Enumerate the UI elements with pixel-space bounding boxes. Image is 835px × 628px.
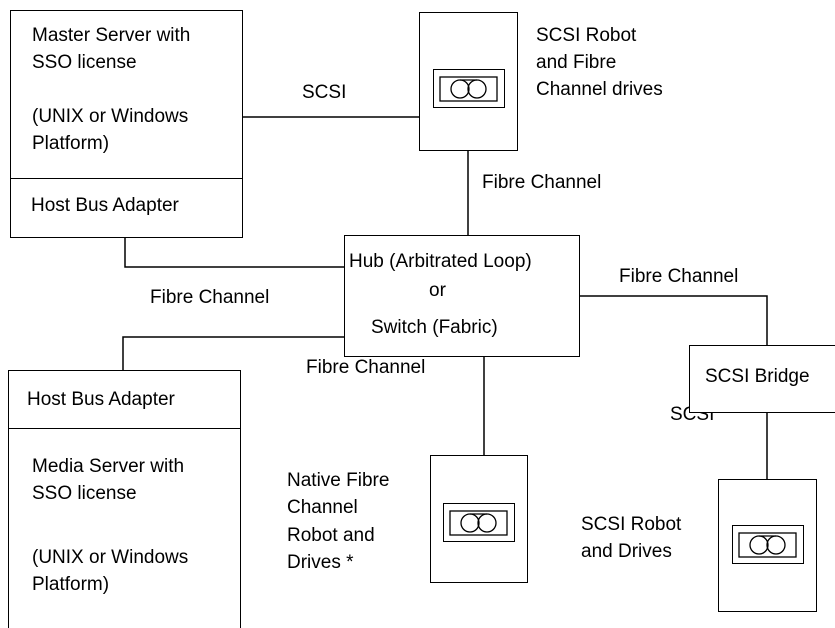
tape-drive-icon	[732, 525, 804, 564]
robot-bottom-box	[718, 479, 817, 612]
hub-switch-box: Hub (Arbitrated Loop) or Switch (Fabric)	[344, 235, 580, 357]
fc-label-robot-hub: Fibre Channel	[482, 172, 602, 193]
fc-link-hub-bridge	[579, 295, 768, 345]
fc-label-master-hub: Fibre Channel	[150, 287, 270, 308]
fc-link-master-hub	[124, 237, 344, 268]
robot-bottom-line1: SCSI Robot	[581, 514, 682, 535]
media-server-box: Media Server with SSO license (UNIX or W…	[8, 428, 241, 628]
native-line3: Robot and	[287, 525, 375, 546]
master-server-line4: Platform)	[32, 133, 110, 154]
master-server-box: Master Server with SSO license (UNIX or …	[10, 10, 243, 180]
fc-label-hub-native: Fibre Channel	[306, 357, 426, 378]
tape-drive-icon	[443, 503, 515, 542]
fc-link-hub-media	[122, 336, 344, 370]
scsi-bridge-label: SCSI Bridge	[705, 366, 810, 387]
native-line2: Channel	[287, 497, 358, 518]
robot-top-line2: and Fibre	[536, 52, 617, 73]
media-server-line3: (UNIX or Windows	[32, 547, 189, 568]
robot-top-box	[419, 12, 518, 151]
media-hba-box: Host Bus Adapter	[8, 370, 241, 430]
scsi-link-label-top: SCSI	[302, 82, 347, 103]
media-server-line1: Media Server with	[32, 456, 185, 477]
tape-drive-icon	[433, 69, 505, 108]
hub-line1: Hub (Arbitrated Loop)	[349, 251, 532, 272]
media-server-line4: Platform)	[32, 574, 110, 595]
hub-line3: Switch (Fabric)	[371, 317, 498, 338]
master-server-line3: (UNIX or Windows	[32, 106, 189, 127]
master-hba-box: Host Bus Adapter	[10, 178, 243, 238]
native-line4: Drives *	[287, 552, 354, 573]
media-server-line2: SSO license	[32, 483, 137, 504]
master-server-line1: Master Server with	[32, 25, 191, 46]
hub-line2: or	[429, 280, 446, 301]
fc-label-hub-bridge: Fibre Channel	[619, 266, 739, 287]
master-server-line2: SSO license	[32, 52, 137, 73]
robot-top-line3: Channel drives	[536, 79, 663, 100]
native-robot-box	[430, 455, 528, 583]
native-line1: Native Fibre	[287, 470, 390, 491]
robot-bottom-line2: and Drives	[581, 541, 672, 562]
scsi-bridge-box: SCSI Bridge	[689, 345, 835, 413]
master-hba-label: Host Bus Adapter	[31, 195, 179, 216]
robot-top-line1: SCSI Robot	[536, 25, 637, 46]
media-hba-label: Host Bus Adapter	[27, 389, 175, 410]
